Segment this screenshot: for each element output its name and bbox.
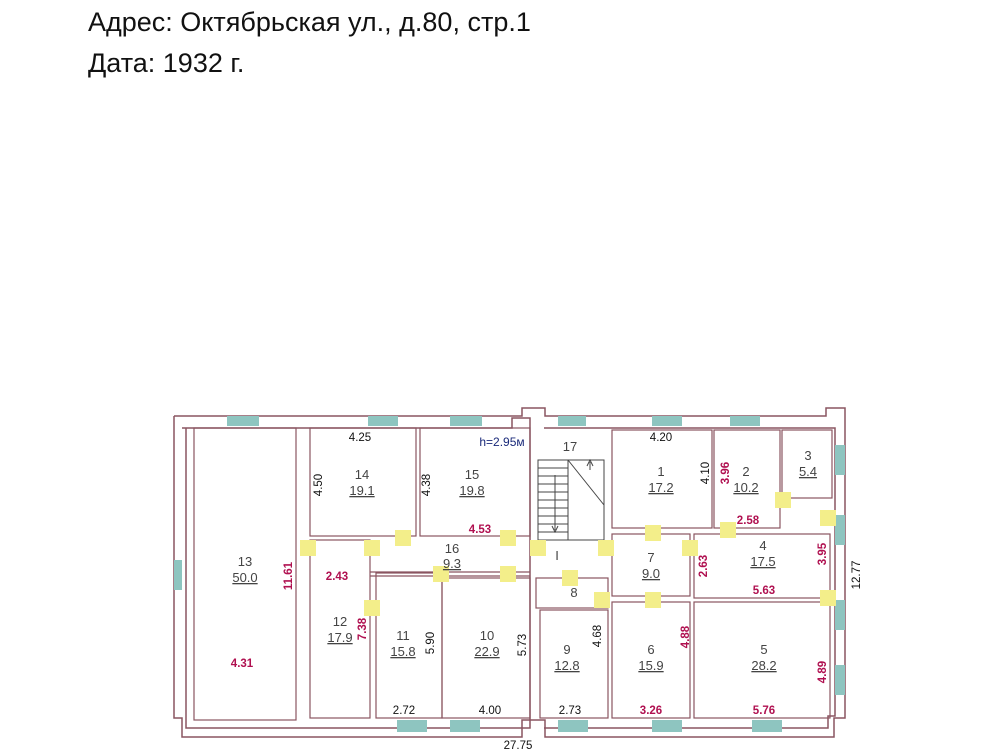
- room-7-area: 9.0: [642, 566, 660, 581]
- dim-4-25: 4.25: [349, 432, 371, 444]
- dim-4-50: 4.50: [313, 474, 325, 496]
- room-12-number: 12: [333, 614, 347, 629]
- room-14-number: 14: [355, 467, 369, 482]
- room-4-number: 4: [759, 538, 766, 553]
- dim-5-76: 5.76: [753, 705, 775, 717]
- room-11-area: 15.8: [390, 644, 415, 659]
- dim-4-68: 4.68: [592, 625, 604, 647]
- room-4-area: 17.5: [750, 554, 775, 569]
- room-5-area: 28.2: [751, 658, 776, 673]
- stair-mark: I: [555, 548, 559, 563]
- room-3-number: 3: [804, 448, 811, 463]
- room-17-number: 17: [563, 439, 577, 454]
- room-1-number: 1: [657, 464, 664, 479]
- dim-5-73: 5.73: [517, 634, 529, 656]
- dim-7-38: 7.38: [357, 617, 369, 640]
- staircase: [537, 458, 605, 541]
- dim-11-61: 11.61: [283, 561, 295, 590]
- room-2-area: 10.2: [733, 480, 758, 495]
- doors: [300, 492, 836, 616]
- dim-4-31: 4.31: [231, 658, 254, 670]
- dim-3-96: 3.96: [720, 462, 732, 484]
- ceiling-height: h=2.95м: [479, 435, 524, 449]
- interior-walls: [193, 427, 833, 721]
- room-11-number: 11: [396, 628, 410, 643]
- room-12-area: 17.9: [327, 630, 352, 645]
- dim-3-26: 3.26: [640, 705, 662, 717]
- dim-2-73: 2.73: [559, 705, 581, 717]
- dim-2-43: 2.43: [326, 571, 348, 583]
- room-10-area: 22.9: [474, 644, 499, 659]
- room-15-area: 19.8: [459, 483, 484, 498]
- room-1-area: 17.2: [648, 480, 673, 495]
- room-13-area: 50.0: [232, 570, 257, 585]
- room-5-number: 5: [760, 642, 767, 657]
- room-areas: 50.0 19.1 19.8 9.3 17.9 15.8 22.9 12.8 1…: [232, 464, 817, 673]
- dim-4-10: 4.10: [700, 462, 712, 484]
- dim-4-00: 4.00: [479, 705, 501, 717]
- room-10-number: 10: [480, 628, 494, 643]
- overall-height: 12.77: [851, 561, 863, 590]
- windows: [174, 416, 845, 732]
- dim-4-20: 4.20: [650, 432, 672, 444]
- room-16-number: 16: [445, 541, 459, 556]
- date-line: Дата: 1932 г.: [88, 48, 245, 78]
- dim-3-95: 3.95: [817, 542, 829, 565]
- dim-2-72: 2.72: [393, 705, 415, 717]
- dim-5-90: 5.90: [425, 632, 437, 654]
- room-3-area: 5.4: [799, 464, 817, 479]
- dim-2-58: 2.58: [737, 515, 760, 527]
- room-8-number: 8: [570, 585, 577, 600]
- address-line: Адрес: Октябрьская ул., д.80, стр.1: [88, 7, 531, 37]
- dim-4-88: 4.88: [680, 625, 692, 648]
- room-13-number: 13: [238, 554, 252, 569]
- room-6-number: 6: [647, 642, 654, 657]
- room-6-area: 15.9: [638, 658, 663, 673]
- room-7-number: 7: [647, 550, 654, 565]
- dim-4-38: 4.38: [421, 474, 433, 496]
- dim-4-89: 4.89: [817, 661, 829, 683]
- room-15-number: 15: [465, 467, 479, 482]
- room-14-area: 19.1: [349, 483, 374, 498]
- dimensions: 4.25 4.50 4.38 4.53 11.61 2.43 4.31 7.38…: [231, 432, 863, 750]
- dim-2-63: 2.63: [698, 555, 710, 577]
- room-2-number: 2: [742, 464, 749, 479]
- dim-5-63: 5.63: [753, 585, 775, 597]
- dim-4-53: 4.53: [469, 524, 491, 536]
- room-9-number: 9: [563, 642, 570, 657]
- overall-width: 27.75: [504, 740, 533, 750]
- room-16-area: 9.3: [443, 556, 461, 571]
- room-numbers: 13 14 15 16 12 11 10 17 8 9 1 2 3 7 4 6 …: [238, 439, 812, 657]
- room-9-area: 12.8: [554, 658, 579, 673]
